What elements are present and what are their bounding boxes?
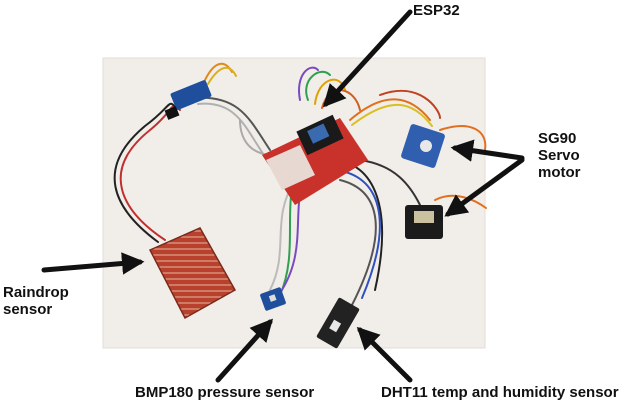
bmp180-label: BMP180 pressure sensor bbox=[135, 384, 315, 401]
rain-module bbox=[164, 80, 212, 120]
sg90-blue-servo bbox=[401, 124, 445, 168]
arrow-sg90-black bbox=[444, 157, 525, 217]
raindrop-label-line-1: Raindrop bbox=[3, 284, 69, 301]
arrow-raindrop bbox=[41, 252, 145, 275]
sg90-servo-label: SG90 Servo motor bbox=[538, 130, 614, 181]
arrow-sg90-blue bbox=[450, 139, 525, 162]
sg90-label-line-3: motor bbox=[538, 164, 581, 181]
raindrop-label-line-2: sensor bbox=[3, 301, 53, 318]
esp32-pcb bbox=[262, 114, 368, 205]
arrow-esp32 bbox=[322, 9, 413, 108]
arrow-dht11 bbox=[356, 326, 413, 383]
sg90-label-line-1: SG90 bbox=[538, 130, 577, 147]
arrow-bmp180 bbox=[215, 318, 274, 383]
esp32-label: ESP32 bbox=[413, 2, 460, 19]
dht11-label: DHT11 temp and humidity sensor bbox=[381, 384, 619, 401]
raindrop-plate bbox=[148, 227, 237, 320]
annotation-arrows bbox=[41, 9, 525, 383]
raindrop-sensor-label: Raindrop sensor bbox=[3, 284, 91, 318]
dht11-module bbox=[316, 297, 360, 349]
black-servo bbox=[405, 205, 443, 239]
sg90-label-line-2: Servo bbox=[538, 147, 580, 164]
bmp180-module bbox=[260, 287, 286, 311]
